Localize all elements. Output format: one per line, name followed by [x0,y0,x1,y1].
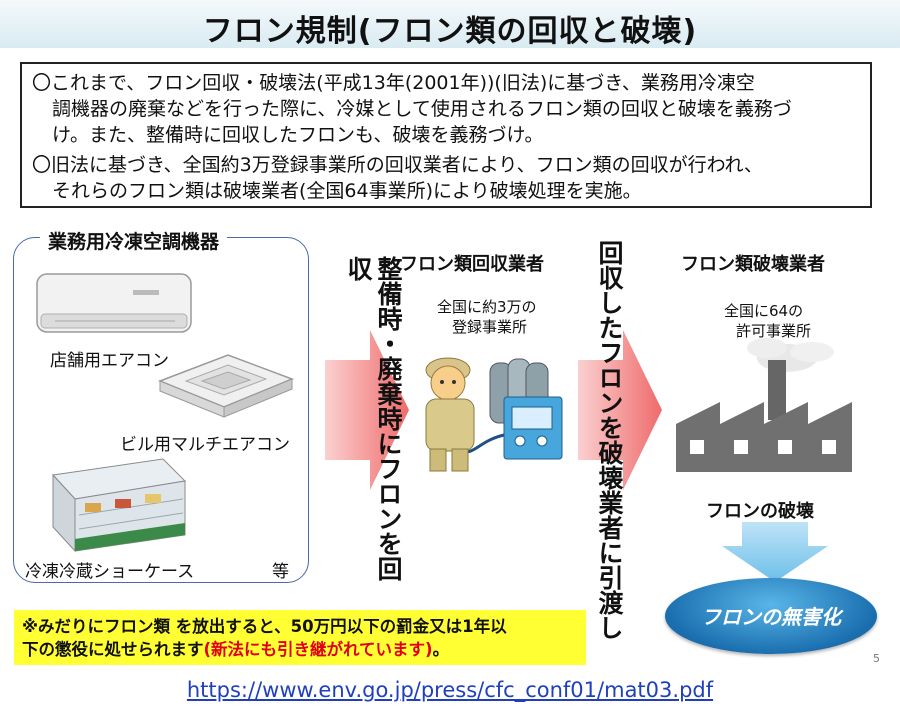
showcase-label: 冷凍冷蔵ショーケース [25,562,195,582]
source-url-link[interactable]: https://www.env.go.jp/press/cfc_conf01/m… [186,678,714,702]
summary-box: 〇これまで、フロン回収・破壊法(平成13年(2001年))(旧法)に基づき、業務… [20,62,872,208]
arrow-handover-icon [578,330,662,490]
title-bar [0,0,900,48]
destroyer-count-line1: 全国に64の [724,302,804,320]
destroyer-count-line2: 許可事業所 [736,322,812,340]
summary-p1-line3: け。また、整備時に回収したフロンも、破壊を義務づけ。 [52,124,544,146]
destruction-label: フロンの破壊 [706,501,814,522]
arrow-handover-text: 回収したフロンを破壊業者に引渡し [595,240,624,640]
equipment-group-title: 業務用冷凍空調機器 [40,227,228,254]
summary-p2-line1: 〇旧法に基づき、全国約3万登録事業所の回収業者により、フロン類の回収が行われ、 [32,154,763,176]
destroyer-title: フロン類破壊業者 [681,254,825,275]
arrow-down-icon [722,522,828,582]
building-multi-air-conditioner-image [157,354,295,418]
refrigerated-showcase-image [51,458,187,553]
detoxification-badge [665,578,877,654]
detoxification-label: フロンの無害化 [701,605,841,629]
building-ac-label: ビル用マルチエアコン [120,435,290,455]
slide-title: フロン規制(フロン類の回収と破壊) [202,14,698,49]
shop-ac-label: 店舗用エアコン [50,351,169,371]
collector-worker-image [425,357,563,472]
summary-p1-line2: 調機器の廃棄などを行った際に、冷媒として使用されるフロン類の回収と破壊を義務づ [52,98,792,120]
summary-paragraph-2: 〇旧法に基づき、全国約3万登録事業所の回収業者により、フロン類の回収が行われ、 … [32,152,860,204]
summary-p2-line2: それらのフロン類は破壊業者(全国64事業所)により破壊処理を実施。 [52,180,642,202]
arrow-collect-icon [325,330,409,490]
penalty-note-new-law: (新法にも引き継がれています) [203,640,433,659]
collector-title: フロン類回収業者 [400,254,544,275]
page-number: 5 [873,652,880,665]
penalty-note: ※みだりにフロン類 を放出すると、50万円以下の罰金又は1年以 下の懲役に処せら… [14,610,586,665]
shop-air-conditioner-image [36,273,192,333]
summary-paragraph-1: 〇これまで、フロン回収・破壊法(平成13年(2001年))(旧法)に基づき、業務… [32,70,860,148]
penalty-note-line1: ※みだりにフロン類 を放出すると、50万円以下の罰金又は1年以 [22,617,507,636]
factory-icon [676,338,852,472]
collector-count-line1: 全国に約3万の [437,298,537,316]
penalty-note-line2: 下の懲役に処せられます [22,640,204,659]
arrow-collect-text: 整備時・廃棄時にフロンを回収 [344,256,403,581]
etc-label: 等 [272,562,289,582]
summary-p1-line1: 〇これまで、フロン回収・破壊法(平成13年(2001年))(旧法)に基づき、業務… [32,72,755,94]
collector-count-line2: 登録事業所 [452,318,528,336]
penalty-note-end: 。 [432,640,450,659]
